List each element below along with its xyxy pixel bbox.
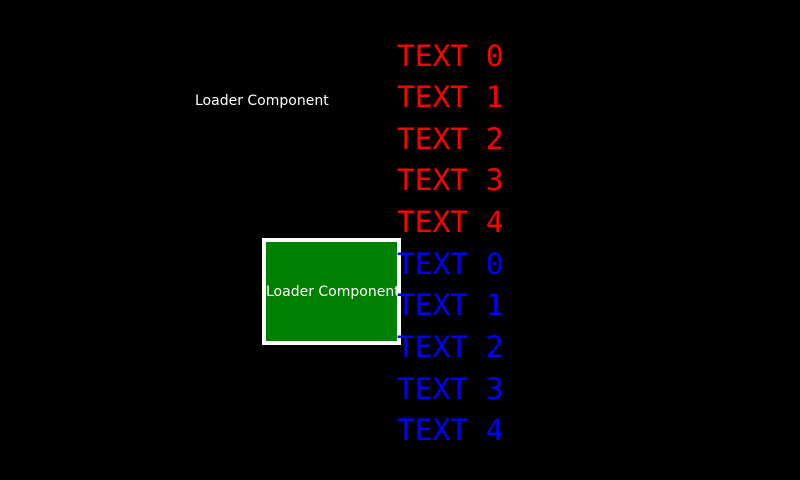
text-item-red-3: TEXT 3 <box>397 163 504 198</box>
text-item-blue-0: TEXT 0 <box>397 246 504 281</box>
text-item-blue-1: TEXT 1 <box>397 288 504 323</box>
text-item-red-0: TEXT 0 <box>397 38 504 73</box>
text-item-blue-2: TEXT 2 <box>397 330 504 365</box>
text-item-red-1: TEXT 1 <box>397 80 504 115</box>
text-list: TEXT 0 TEXT 1 TEXT 2 TEXT 3 TEXT 4 TEXT … <box>397 36 504 453</box>
loader-component-label: Loader Component <box>195 93 329 109</box>
text-item-blue-3: TEXT 3 <box>397 371 504 406</box>
text-item-red-2: TEXT 2 <box>397 121 504 156</box>
text-item-red-4: TEXT 4 <box>397 205 504 240</box>
text-item-blue-4: TEXT 4 <box>397 413 504 448</box>
loader-component-box[interactable]: Loader Component <box>262 238 401 345</box>
loader-component-box-label: Loader Component <box>266 283 400 300</box>
